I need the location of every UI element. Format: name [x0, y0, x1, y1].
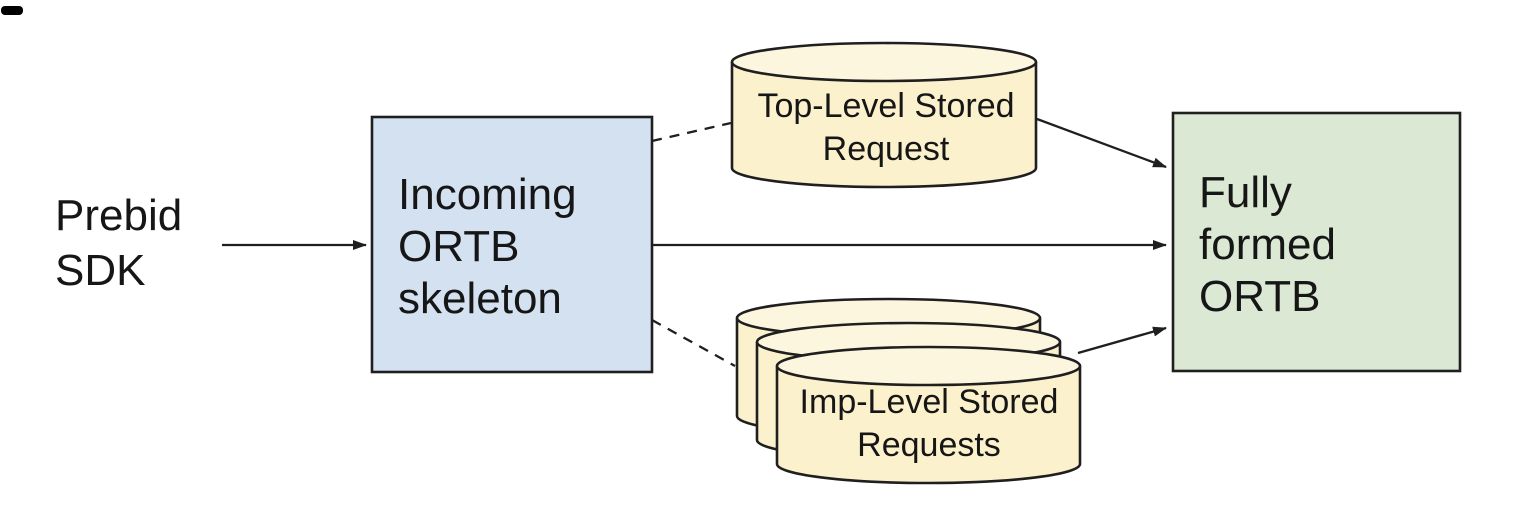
incoming-ortb-rect [370, 115, 654, 374]
top-level-cylinder-body [730, 62, 1038, 189]
top-level-line-1: Top-Level Stored [757, 87, 1014, 125]
prebid-sdk-line-2: SDK [55, 246, 145, 295]
incoming-ortb-line-2: ORTB [398, 222, 519, 271]
imp-level-stored-requests-cylinder-stack: Imp-Level Stored Requests [735, 297, 1082, 485]
imp-level-line-2: Requests [857, 426, 1001, 464]
imp-level-cylinder-front-top [775, 345, 1082, 387]
incoming-ortb-line-1: Incoming [398, 170, 577, 219]
incoming-ortb-box: Incoming ORTB skeleton [370, 115, 654, 374]
top-level-cylinder-top [730, 41, 1038, 83]
link-skeleton-to-top-level [651, 121, 732, 143]
fully-formed-ortb-rect [1171, 111, 1462, 373]
incoming-ortb-line-3: skeleton [398, 274, 562, 323]
fully-formed-line-3: ORTB [1199, 272, 1320, 321]
arrow-imp-level-to-fully-formed [1077, 326, 1167, 355]
fully-formed-line-2: formed [1199, 220, 1336, 269]
top-level-line-2: Request [823, 130, 950, 168]
prebid-sdk-label: Prebid SDK [55, 191, 182, 295]
arrow-top-level-to-fully-formed [1036, 117, 1167, 169]
fully-formed-line-1: Fully [1199, 168, 1292, 217]
prebid-sdk-line-1: Prebid [55, 191, 182, 240]
corner-mark [1, 6, 23, 15]
imp-level-line-1: Imp-Level Stored [800, 383, 1059, 421]
fully-formed-ortb-box: Fully formed ORTB [1171, 111, 1462, 373]
top-level-stored-request-cylinder: Top-Level Stored Request [730, 41, 1038, 189]
link-skeleton-to-imp-level [651, 318, 736, 368]
imp-level-cylinder-front-body [775, 366, 1082, 485]
